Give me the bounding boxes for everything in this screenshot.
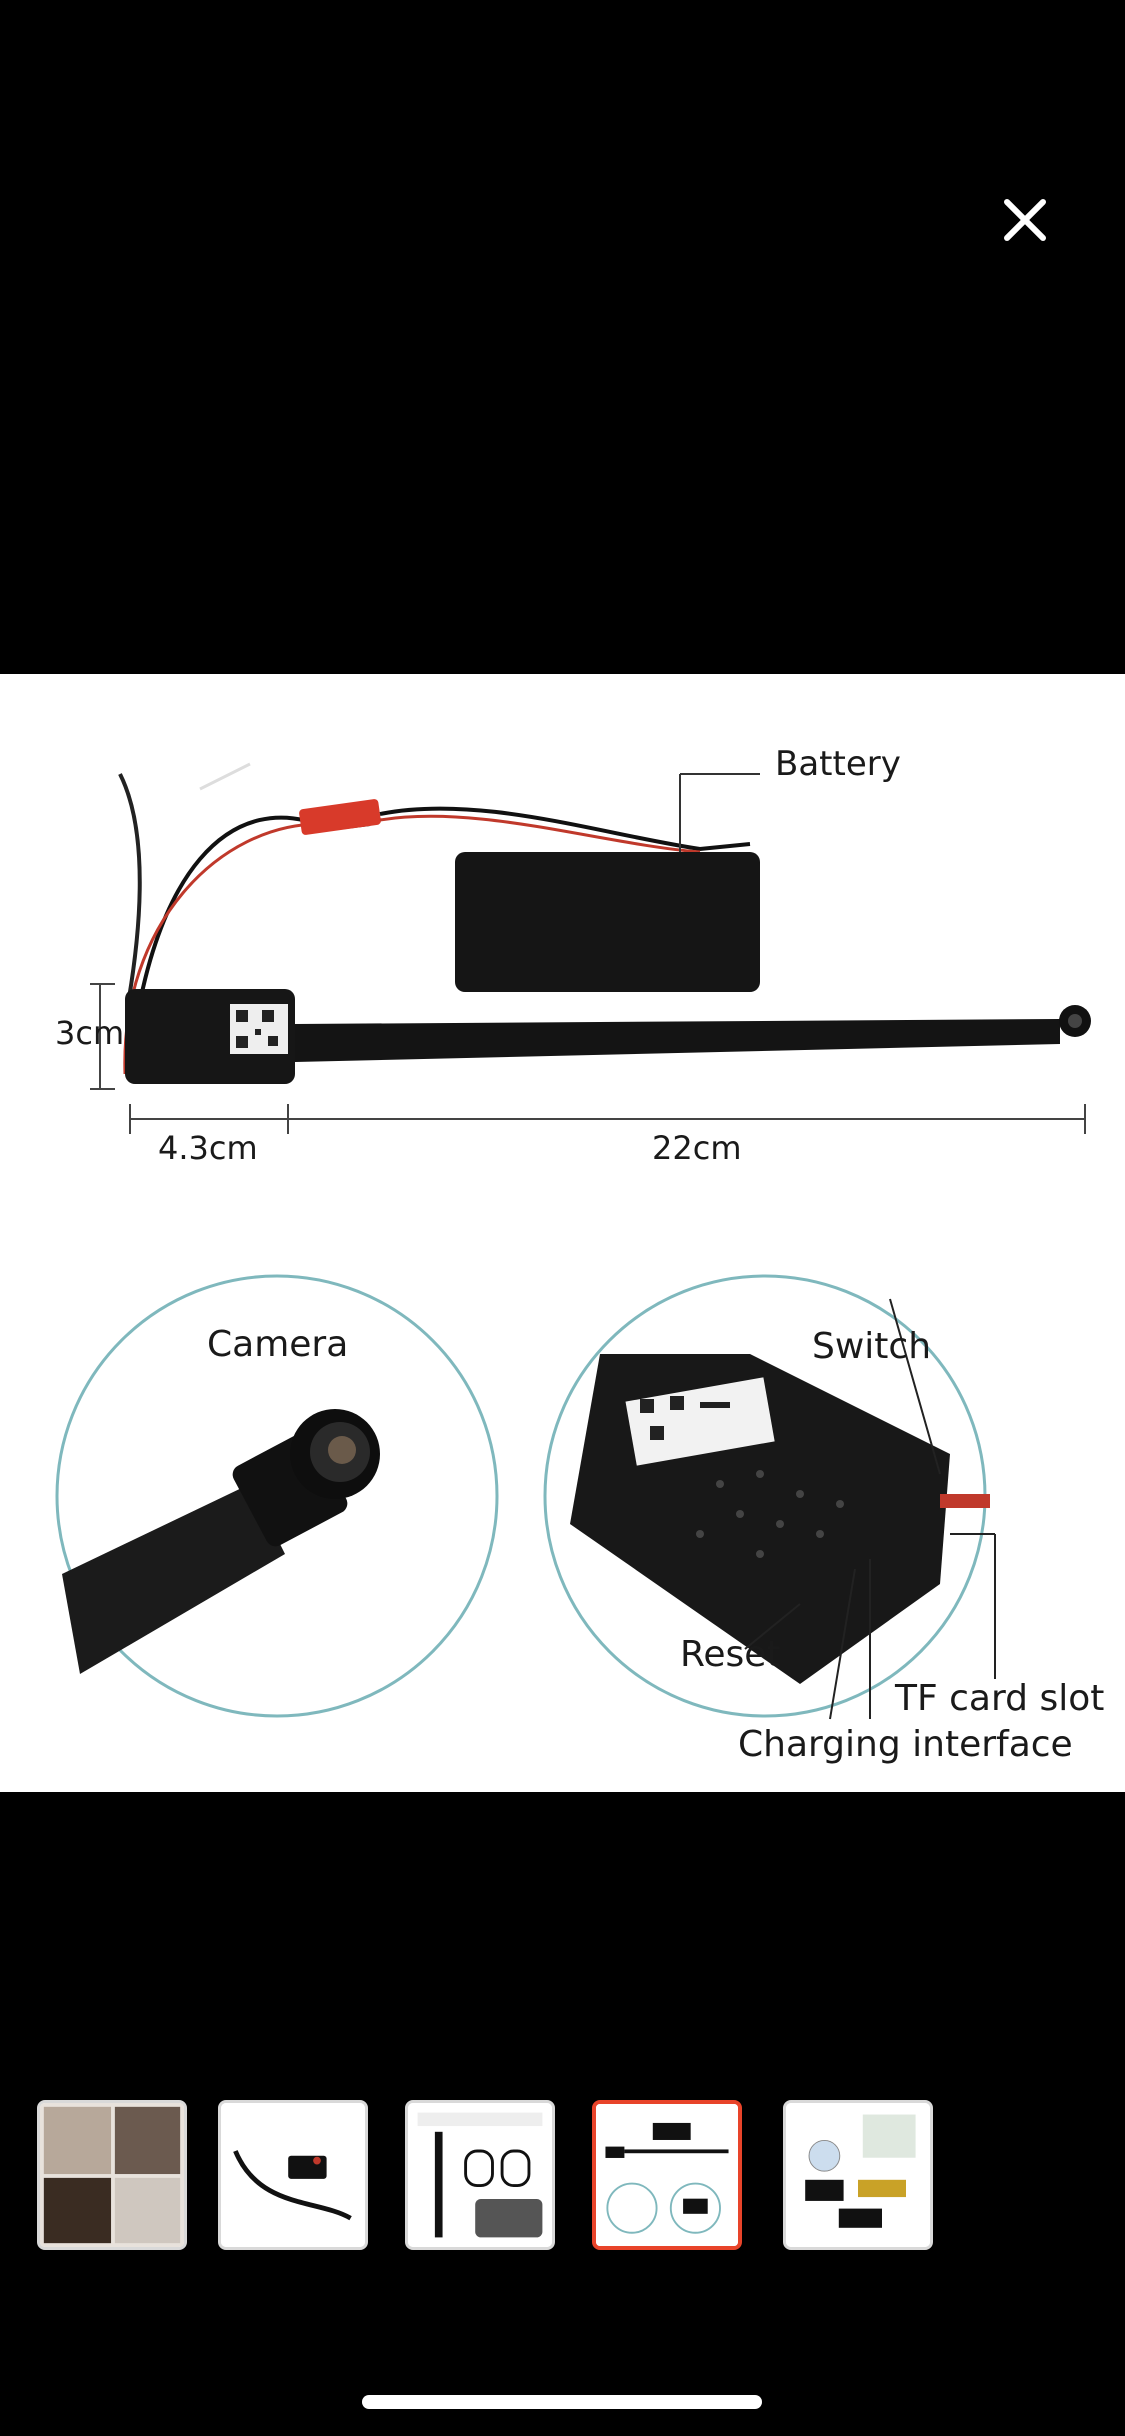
home-indicator[interactable]	[362, 2395, 762, 2409]
thumbnail-3[interactable]	[405, 2100, 555, 2250]
product-image[interactable]: Battery 3cm 4.3cm 22cm Camera Switch Res…	[0, 674, 1125, 1792]
switch-label: Switch	[812, 1326, 932, 1367]
tf-card-label: TF card slot	[895, 1678, 1105, 1719]
camera-label: Camera	[207, 1324, 349, 1365]
charging-label: Charging interface	[738, 1724, 1073, 1765]
battery-label: Battery	[775, 744, 901, 784]
length-label: 22cm	[652, 1129, 742, 1167]
thumbnail-2[interactable]	[218, 2100, 368, 2250]
close-icon	[1004, 199, 1046, 241]
close-button[interactable]	[995, 190, 1055, 250]
thumbnail-5[interactable]	[783, 2100, 933, 2250]
reset-label: Reset	[680, 1634, 781, 1675]
product-diagram	[55, 762, 1091, 1720]
thumbnail-1[interactable]	[37, 2100, 187, 2250]
thumbnail-4[interactable]	[592, 2100, 742, 2250]
width-label: 4.3cm	[158, 1129, 258, 1167]
thumbnail-strip	[0, 2100, 1125, 2256]
height-label: 3cm	[55, 1014, 125, 1052]
